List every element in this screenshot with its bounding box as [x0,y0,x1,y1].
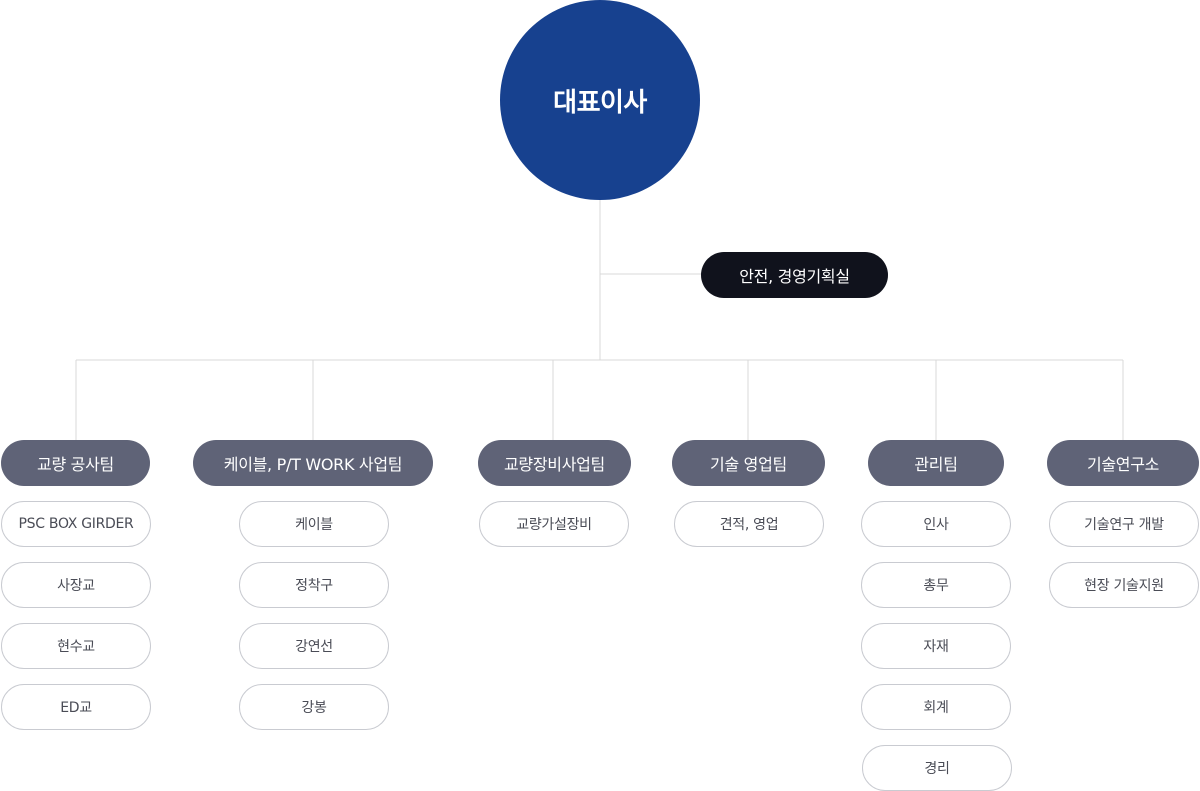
sub-item: 회계 [861,684,1011,730]
staff-label: 안전, 경영기획실 [739,267,850,286]
dept-management: 관리팀 [868,440,1004,486]
dept-label: 교량 공사팀 [37,455,114,474]
staff-node-safety-planning: 안전, 경영기획실 [701,252,888,298]
dept-label: 관리팀 [914,455,958,474]
sub-item-label: 회계 [923,700,949,716]
sub-item: 인사 [861,501,1011,547]
sub-item: 자재 [861,623,1011,669]
ceo-node: 대표이사 [500,0,700,200]
sub-item-label: 경리 [924,761,950,777]
sub-item-label: 강봉 [301,700,327,716]
sub-item-label: ED교 [60,700,92,716]
sub-item-label: 강연선 [295,639,333,655]
sub-item-label: 인사 [923,517,949,533]
sub-item: 현장 기술지원 [1049,562,1199,608]
sub-item-label: 현수교 [57,639,95,655]
sub-item-label: 케이블 [295,517,333,533]
sub-item: ED교 [1,684,151,730]
sub-item-label: 교량가설장비 [516,517,592,533]
sub-item: 강연선 [239,623,389,669]
sub-item-label: 견적, 영업 [719,517,779,533]
sub-item: 현수교 [1,623,151,669]
sub-item-label: 총무 [923,578,949,594]
sub-item-label: 현장 기술지원 [1084,578,1164,594]
sub-item: 케이블 [239,501,389,547]
dept-research-institute: 기술연구소 [1047,440,1199,486]
dept-label: 교량장비사업팀 [504,455,605,474]
sub-item: PSC BOX GIRDER [1,501,151,547]
sub-item-label: PSC BOX GIRDER [18,516,134,532]
sub-item: 사장교 [1,562,151,608]
dept-label: 케이블, P/T WORK 사업팀 [223,455,403,474]
sub-item: 총무 [861,562,1011,608]
sub-item: 강봉 [239,684,389,730]
ceo-label: 대표이사 [553,87,647,118]
dept-technical-sales: 기술 영업팀 [672,440,825,486]
sub-item-label: 정착구 [295,578,333,594]
sub-item: 정착구 [239,562,389,608]
sub-item-label: 기술연구 개발 [1084,517,1164,533]
dept-cable-pt-work: 케이블, P/T WORK 사업팀 [193,440,433,486]
sub-item: 견적, 영업 [674,501,824,547]
sub-item: 기술연구 개발 [1049,501,1199,547]
dept-label: 기술 영업팀 [710,455,787,474]
dept-bridge-construction: 교량 공사팀 [1,440,150,486]
sub-item: 경리 [862,745,1012,791]
sub-item-label: 자재 [923,639,949,655]
sub-item-label: 사장교 [57,578,95,594]
dept-bridge-equipment: 교량장비사업팀 [478,440,631,486]
dept-label: 기술연구소 [1086,455,1160,474]
sub-item: 교량가설장비 [479,501,629,547]
